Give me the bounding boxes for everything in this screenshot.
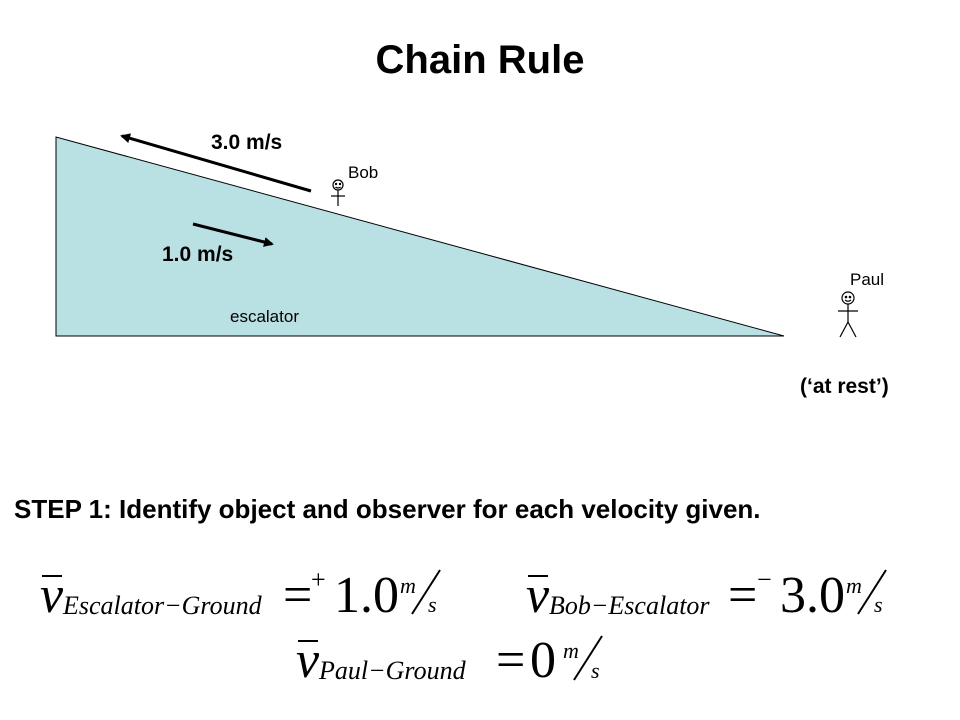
equation-escalator-ground: v Escalator−Ground = + 1.0 m s: [40, 565, 441, 624]
svg-text:s: s: [591, 658, 600, 683]
svg-text:s: s: [428, 592, 437, 617]
svg-text:=: =: [496, 632, 525, 689]
svg-text:Bob−Escalator: Bob−Escalator: [549, 591, 710, 620]
svg-text:Paul−Ground: Paul−Ground: [318, 656, 467, 685]
svg-text:m: m: [563, 638, 579, 663]
svg-text:3.0: 3.0: [780, 567, 845, 624]
svg-text:m: m: [846, 573, 862, 598]
escalator-speed-label: 1.0 m/s: [162, 243, 234, 266]
svg-text:=: =: [283, 567, 312, 624]
paul-figure-icon: [838, 291, 858, 338]
svg-text:=: =: [728, 567, 757, 624]
step-instruction: STEP 1: Identify object and observer for…: [14, 494, 761, 524]
equation-bob-escalator: v Bob−Escalator = − 3.0 m s: [526, 565, 887, 624]
svg-text:−: −: [757, 565, 772, 594]
svg-text:+: +: [311, 565, 326, 594]
bob-speed-label: 3.0 m/s: [211, 131, 283, 154]
escalator-velocity-arrow: [192, 222, 274, 247]
escalator-ramp: [55, 136, 785, 337]
bob-label: Bob: [348, 163, 379, 182]
svg-text:1.0: 1.0: [334, 567, 399, 624]
svg-text:s: s: [874, 592, 883, 617]
bob-velocity-arrow: [120, 133, 312, 193]
svg-text:m: m: [400, 573, 416, 598]
page-title: Chain Rule: [375, 38, 585, 82]
paul-state-label: (‘at rest’): [800, 375, 889, 398]
bob-figure-icon: [331, 179, 345, 206]
svg-text:0: 0: [530, 632, 556, 689]
paul-label: Paul: [850, 270, 885, 289]
equation-paul-ground: v Paul−Ground = 0 m s: [296, 632, 603, 689]
escalator-label: escalator: [230, 307, 299, 326]
svg-text:Escalator−Ground: Escalator−Ground: [62, 591, 263, 620]
